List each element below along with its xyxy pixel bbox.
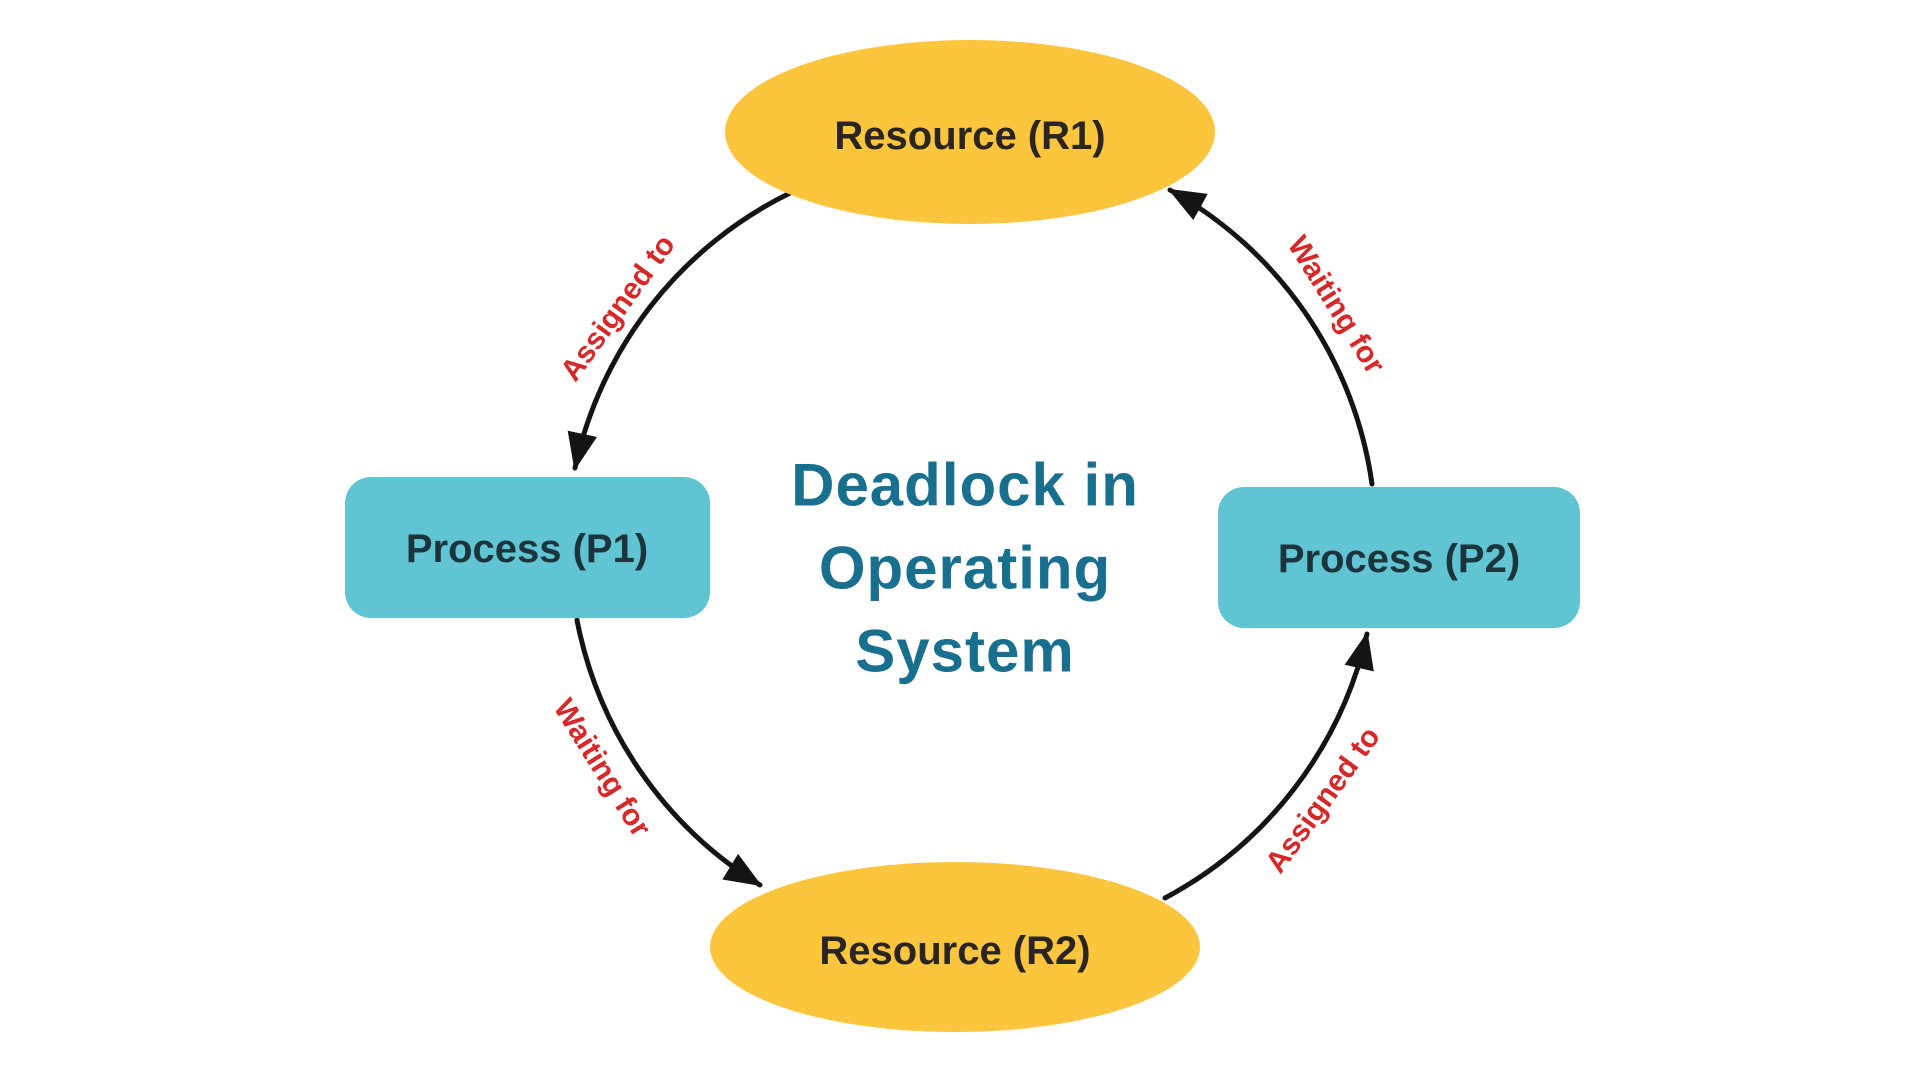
resource-r1-node — [725, 40, 1215, 224]
process-p2-node — [1218, 487, 1580, 628]
diagram-title-line1: Deadlock in — [791, 452, 1139, 519]
resource-r2-label: Resource (R2) — [819, 929, 1090, 973]
edge-r1-to-p1-arrow — [567, 190, 793, 471]
diagram-title-line2: Operating — [819, 535, 1111, 602]
resource-r1-label: Resource (R1) — [834, 114, 1105, 158]
diagram-title-line3: System — [855, 618, 1074, 685]
process-p1-node — [345, 477, 710, 618]
edge-p2-to-r1-arrow — [1167, 187, 1375, 487]
edge-label-assigned-to-top-left: Assigned to — [554, 229, 682, 387]
edge-p1-to-r2-arrow — [574, 617, 763, 888]
process-p1-label: Process (P1) — [406, 527, 648, 571]
edge-r2-to-p2-arrow — [1162, 631, 1374, 901]
resource-r2-node — [710, 862, 1200, 1032]
process-p2-label: Process (P2) — [1278, 537, 1520, 581]
